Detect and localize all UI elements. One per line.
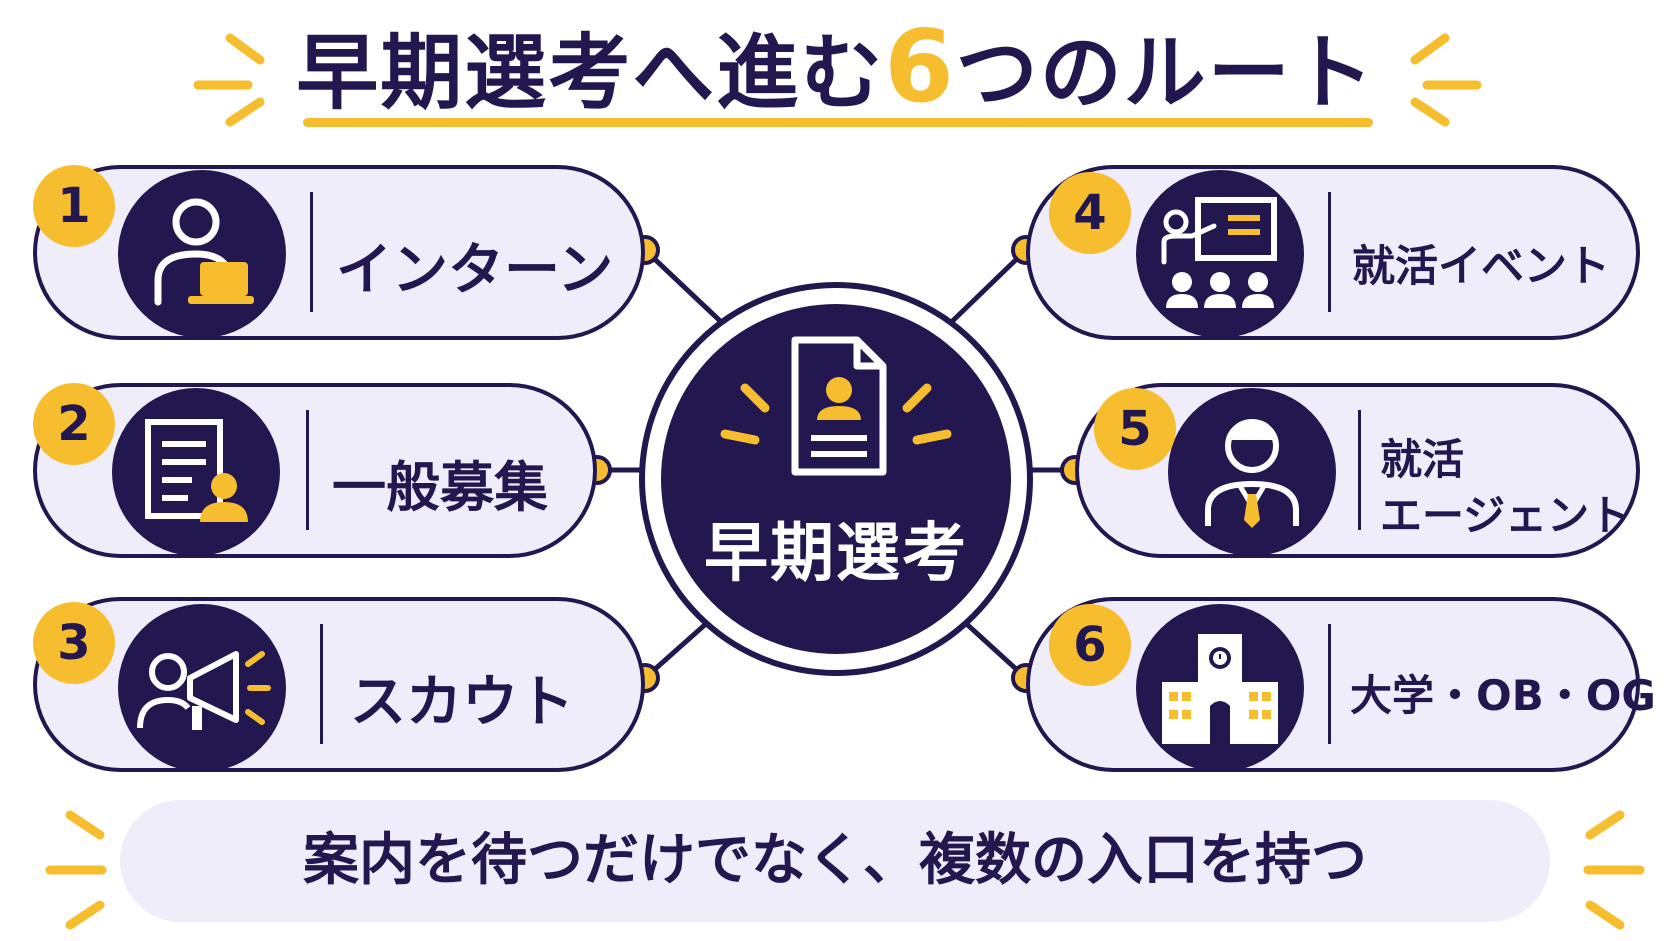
route-label-4: 就活イベント [1352,242,1610,292]
route-card-4 [1026,165,1640,340]
burst-bottom-left [45,810,107,930]
route-divider-1 [310,192,313,312]
route-number-badge-4: 4 [1049,172,1131,254]
route-card-6 [1026,597,1640,772]
central-hub: 早期選考 [639,282,1033,676]
page-title: 早期選考へ進む6つのルート [0,12,1672,129]
route-icon-circle-3 [118,604,286,772]
agent-person-icon [1205,419,1299,528]
route-divider-2 [306,410,309,530]
route-label-5-line2: エージェント [1380,491,1632,540]
route-divider-3 [320,624,323,744]
burst-top-right [1410,33,1482,127]
route-number-badge-3: 3 [33,602,115,684]
route-label-2: 一般募集 [332,456,548,519]
person-laptop-icon [154,198,254,306]
route-icon-circle-5 [1168,388,1336,556]
title-text-after: つのルート [955,26,1376,121]
route-icon-circle-4 [1136,170,1304,338]
university-building-icon [1162,634,1278,744]
route-divider-5 [1358,410,1361,530]
application-form-icon [145,419,248,522]
bottom-banner-text: 案内を待つだけでなく、複数の入口を持つ [303,828,1367,893]
bottom-banner: 案内を待つだけでなく、複数の入口を持つ [120,800,1550,922]
route-icon-circle-2 [112,388,280,556]
route-divider-6 [1328,624,1331,744]
route-label-3: スカウト [350,670,574,735]
megaphone-person-icon [137,651,271,730]
route-label-1: インターン [336,238,614,303]
burst-bottom-right [1583,810,1645,930]
route-icon-circle-1 [118,170,286,338]
title-underline [303,118,1373,127]
route-label-5-line1: 就活 [1380,435,1465,484]
central-hub-label: 早期選考 [704,517,968,591]
route-number-badge-6: 6 [1049,604,1131,686]
route-divider-4 [1328,192,1331,312]
burst-top-left [193,33,265,127]
route-number-badge-5: 5 [1094,388,1176,470]
route-number-badge-1: 1 [33,165,115,247]
title-text-before: 早期選考へ進む [296,26,885,121]
title-accent-number: 6 [884,8,956,125]
resume-document-icon [720,336,952,476]
route-label-6: 大学・OB・OG [1350,671,1656,720]
route-card-2 [33,383,597,558]
presentation-audience-icon [1161,197,1277,308]
route-icon-circle-6 [1136,604,1304,772]
route-number-badge-2: 2 [33,383,115,465]
central-hub-inner: 早期選考 [661,304,1011,654]
